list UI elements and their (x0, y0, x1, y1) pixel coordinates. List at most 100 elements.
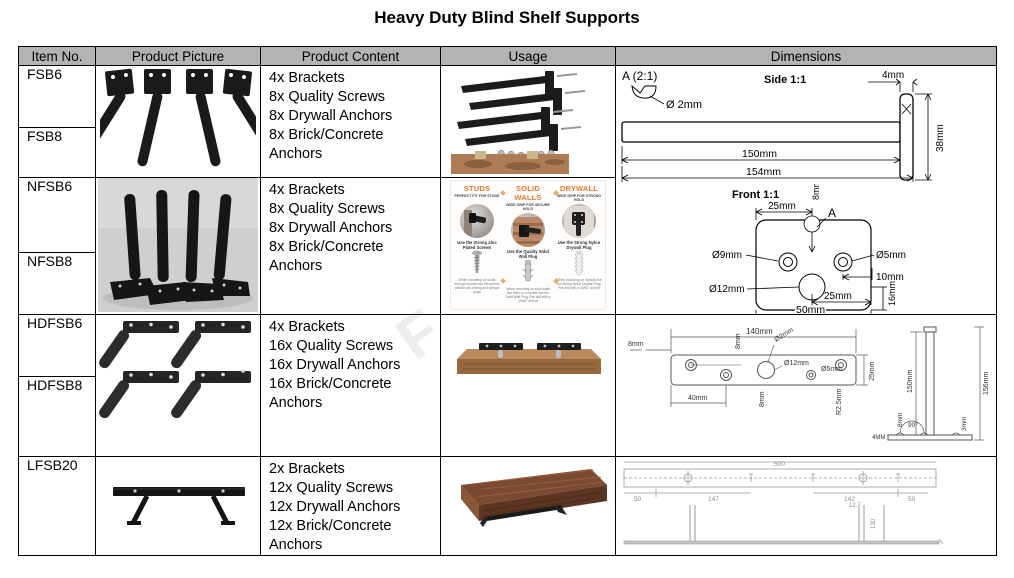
dimensions-fsb-nfsb: A (2:1) Ø 2mm Side 1:1 4mm (615, 65, 997, 315)
table-row: NFSB6 (18, 177, 997, 315)
dim-label: 8mm (811, 184, 821, 200)
info-title: DRYWALL (559, 184, 599, 193)
info-note: When mounting on studs through drywall u… (454, 278, 500, 295)
col-header-item: Item No. (18, 46, 96, 66)
infographic-col-drywall: DRYWALL WIDE GRIP FOR STRONG HOLD Use th… (555, 184, 603, 306)
content-line: 4x Brackets (269, 70, 345, 86)
item-no-fsb8: FSB8 (18, 127, 96, 178)
dim-label: 25mm (768, 201, 796, 212)
dim-label: 38mm (935, 124, 946, 152)
product-picture-fsb (95, 65, 261, 178)
mounting-infographic: STUDS PERFECT FIT FOR STUDS Use the Stro… (450, 180, 606, 310)
nfsb-brackets-image (98, 178, 258, 312)
dim-label: Ø12mm (709, 284, 745, 295)
dim-label: 156mm (983, 371, 990, 395)
dim-label: Ø2mm (773, 327, 795, 344)
dim-label: 147 (708, 496, 719, 503)
bracket-photo (460, 204, 494, 238)
info-note: When mounting on solid walls like brick … (505, 287, 551, 304)
content-line: 8x Brick/Concrete Anchors (269, 239, 384, 274)
dim-label: Ø 2mm (666, 99, 702, 111)
info-subtitle: WIDE GRIP FOR STRONG HOLD (556, 194, 602, 202)
info-subtitle: PERFECT FIT FOR STUDS (454, 194, 500, 198)
dim-label: 25mm (824, 291, 852, 302)
item-no-hdfsb8: HDFSB8 (18, 375, 96, 458)
content-line: 12x Brick/Concrete Anchors (269, 518, 392, 553)
drywall-plug-icon (574, 250, 584, 276)
content-line: 8x Brick/Concrete Anchors (269, 127, 384, 162)
lfsb20-usage-image (461, 469, 607, 527)
dim-label: 8mm (735, 333, 742, 349)
col-header-picture: Product Picture (95, 46, 261, 66)
dim-label: 8mm (628, 341, 644, 348)
table-row: FSB6 (18, 65, 997, 315)
dim-label: 40mm (688, 395, 708, 402)
dim-label: 4mm (882, 70, 904, 81)
dim-label: 8mm (759, 391, 766, 407)
info-caption: Use the Quality Solid Wall Plug (507, 249, 549, 259)
content-line: 16x Brick/Concrete Anchors (269, 376, 392, 411)
dim-label: 25mm (869, 361, 876, 381)
col-header-dimensions: Dimensions (615, 46, 997, 66)
dim-label: 150mm (907, 369, 914, 393)
product-picture-hdfsb (95, 314, 261, 457)
table-row: HDFSB8 (18, 375, 997, 458)
dim-label: Ø5mm (821, 366, 842, 373)
lfsb20-bracket-image (113, 487, 245, 525)
product-picture-lfsb20 (95, 456, 261, 556)
col-header-content: Product Content (260, 46, 441, 66)
content-line: 8x Quality Screws (269, 201, 386, 217)
item-no-nfsb6: NFSB6 (18, 177, 96, 253)
dim-label: 142 (844, 496, 855, 503)
item-no-lfsb20: LFSB20 (18, 456, 96, 556)
dim-label: 500 (774, 461, 785, 468)
side-view-drawing: A (2:1) Ø 2mm Side 1:1 4mm (621, 69, 946, 182)
item-no-hdfsb6: HDFSB6 (18, 314, 96, 377)
info-caption: Use the Strong Nylon Drywall Plug (557, 240, 601, 250)
fsb-brackets-image (100, 68, 256, 167)
product-content-lfsb20: 2x Brackets 12x Quality Screws 12x Drywa… (260, 456, 441, 556)
usage-lfsb20 (440, 456, 616, 556)
dim-label: 90° (908, 421, 918, 429)
product-content-hdfsb: 4x Brackets 16x Quality Screws 16x Drywa… (260, 314, 441, 457)
dim-label: 10mm (876, 272, 904, 283)
dim-label: 50 (908, 496, 916, 503)
content-line: 8x Drywall Anchors (269, 108, 393, 124)
info-caption: Use the Strong Zinc Plated Screws (457, 240, 497, 250)
fsb-usage-image (451, 71, 586, 174)
dimensions-lfsb20: 500 50 147 142 50 12.7 130 (615, 456, 997, 556)
bracket-photo (562, 204, 596, 238)
infographic-col-solid-walls: SOLID WALLS WIDE GRIP FOR SECURE HOLD Us… (504, 184, 552, 306)
dim-label: 50mm (796, 304, 825, 315)
content-line: 8x Quality Screws (269, 89, 386, 105)
dim-label: 3mm (961, 417, 968, 431)
infographic-col-studs: STUDS PERFECT FIT FOR STUDS Use the Stro… (453, 184, 501, 306)
hdfsb-brackets-image (99, 321, 251, 419)
dim-label: 16mm (887, 281, 897, 306)
info-subtitle: WIDE GRIP FOR SECURE HOLD (506, 203, 550, 211)
dim-label: A (2:1) (622, 69, 657, 83)
page-title: Heavy Duty Blind Shelf Supports (374, 8, 640, 27)
table-row: FSB8 (18, 127, 997, 178)
product-picture-nfsb (95, 177, 261, 315)
screw-icon (472, 250, 482, 273)
dim-label: R2.5mm (836, 388, 843, 415)
info-note: When mounting on drywall use the Strong … (556, 278, 602, 291)
dim-label: 12.7 (849, 503, 861, 509)
view-title: Front 1:1 (732, 189, 779, 201)
content-line: 16x Drywall Anchors (269, 357, 401, 373)
usage-hdfsb (440, 314, 616, 457)
hdfsb-usage-image (457, 343, 601, 374)
product-content-nfsb: 4x Brackets 8x Quality Screws 8x Drywall… (260, 177, 441, 315)
content-line: 12x Quality Screws (269, 480, 394, 496)
info-title: SOLID WALLS (514, 184, 542, 202)
dimensions-hdfsb: 140mm 8mm 8mm Ø2mm Ø12mm (615, 314, 997, 457)
content-line: 16x Quality Screws (269, 338, 394, 354)
table-row: LFSB20 2x Brackets 12x Q (18, 456, 997, 556)
item-no-nfsb8: NFSB8 (18, 252, 96, 315)
product-content-fsb: 4x Brackets 8x Quality Screws 8x Drywall… (260, 65, 441, 178)
dim-label: Ø12mm (784, 360, 809, 367)
usage-nfsb: STUDS PERFECT FIT FOR STUDS Use the Stro… (440, 177, 616, 315)
dim-label: Ø9mm (712, 250, 742, 261)
